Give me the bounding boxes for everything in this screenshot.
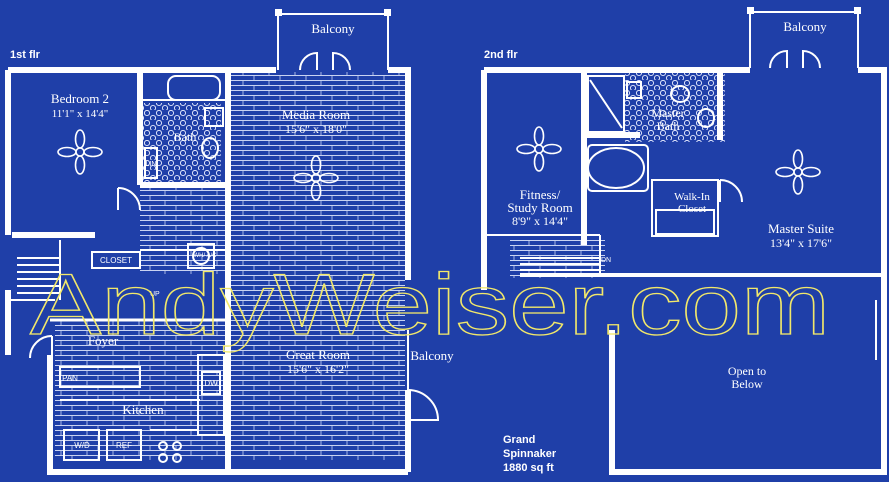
closet-label: CLOSET [100,256,132,265]
fitness-label-line2: Study Room [507,200,572,215]
master-bath-label-line1: Master [651,106,684,120]
first-floor-walls [5,67,411,475]
linen-label: LIN [146,161,157,168]
second-floor-walls [481,67,887,475]
plan-info: Grand Spinnaker 1880 sq ft [503,434,557,474]
master-suite-dims: 13'4" x 17'6" [770,236,832,250]
bedroom2-label: Bedroom 2 [51,91,109,106]
wh-ac-label: WH/ A/C [193,253,217,259]
bath-label: Bath [174,130,197,144]
fitness-label-line1: Fitness/ [520,187,561,202]
open-to-below-line1: Open to [728,364,766,378]
second-floor-label: 2nd flr [484,49,518,61]
plan-name-line2: Spinnaker [503,448,557,460]
refrigerator-label: REF [116,441,132,450]
fitness-dims: 8'9" x 14'4" [512,214,568,228]
fitness-ceiling-fan-icon [516,126,562,172]
media-great-room-flooring [228,72,405,460]
interior-lines [10,75,440,463]
top-balcony-1 [275,9,391,71]
kitchen-label: Kitchen [122,402,164,417]
master-suite-label: Master Suite [768,221,834,236]
washer-dryer-label: W/D [74,441,90,450]
first-floor-plan: 1st flr Balcony Bedroom 2 11'1" x 14'4" … [5,9,454,475]
open-to-below-line2: Below [731,377,763,391]
side-balcony-label: Balcony [410,348,454,363]
bedroom2-ceiling-fan-icon [57,129,103,175]
balcony-top-2-label: Balcony [783,19,827,34]
balcony-top-1-label: Balcony [311,21,355,36]
stairs-down-label: DN [601,257,611,264]
watermark-text: AndyWeiser.com [30,257,830,353]
great-room-label: Great Room [286,347,350,362]
pantry-label: PAN [62,374,78,383]
first-floor-label: 1st flr [10,49,41,61]
media-room-label: Media Room [282,107,350,122]
plan-name-line1: Grand [503,434,535,446]
second-floor-interior-lines [484,75,877,360]
foyer-kitchen-flooring [55,320,230,460]
great-room-dims: 15'6" x 16'2" [287,362,349,376]
top-balcony-2 [747,7,861,69]
stairs-up-label: UP [150,291,160,298]
foyer-label: Foyer [88,333,119,348]
master-suite-ceiling-fan-icon [775,149,821,195]
master-bath-label-line2: Bath [657,119,680,133]
plan-area: 1880 sq ft [503,462,554,474]
second-floor-plan: 2nd flr Balcony Fitness/ Study Room 8'9"… [481,7,887,475]
walk-in-label-line2: Closet [678,203,706,215]
walk-in-label-line1: Walk-In [674,191,710,203]
bedroom2-dims: 11'1" x 14'4" [52,108,109,120]
media-room-dims: 15'6" x 18'0" [285,122,347,136]
dishwasher-label: DW [204,379,218,388]
